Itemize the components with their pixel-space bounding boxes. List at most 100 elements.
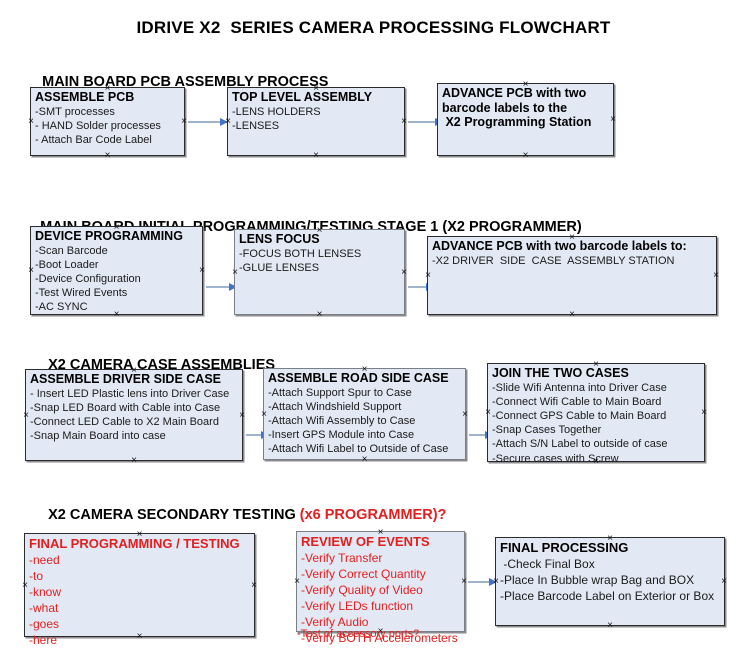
resize-handle-right[interactable] [610, 116, 617, 123]
resize-handle-left[interactable] [232, 269, 239, 276]
node-line: -Device Configuration [35, 272, 141, 285]
resize-handle-left[interactable] [28, 267, 35, 274]
node-body: JOIN THE TWO CASES -Slide Wifi Antenna i… [492, 366, 702, 466]
connector-top-level-assembly-to-advance-pcb [408, 118, 443, 126]
resize-handle-left[interactable] [425, 272, 432, 279]
resize-handle-bottom[interactable] [104, 152, 111, 159]
resize-handle-top[interactable] [113, 224, 120, 231]
node-line: -LENS HOLDERS [232, 105, 321, 118]
resize-handle-right[interactable] [461, 578, 468, 585]
section-heading-x2-camera-secondary-testing: X2 CAMERA SECONDARY TESTING (x6 PROGRAMM… [32, 491, 446, 539]
resize-handle-top[interactable] [607, 535, 614, 542]
node-advance-pcb-driver-side-case[interactable]: ADVANCE PCB with two barcode labels to: … [427, 236, 717, 315]
section-heading-main-board-pcb-assembly: MAIN BOARD PCB ASSEMBLY PROCESS [26, 58, 328, 106]
connector-lens-focus-to-advance-pcb-driver-side [408, 283, 434, 291]
resize-handle-right[interactable] [239, 412, 246, 419]
node-title-line-3: X2 Programming Station [442, 115, 592, 129]
resize-handle-left[interactable] [22, 582, 29, 589]
resize-handle-left[interactable] [28, 118, 35, 125]
node-line: -goes [29, 617, 60, 631]
resize-handle-bottom[interactable] [361, 456, 368, 463]
node-join-the-two-cases[interactable]: JOIN THE TWO CASES -Slide Wifi Antenna i… [485, 361, 708, 465]
node-line: -Place Barcode Label on Exterior or Box [500, 589, 715, 603]
node-assemble-driver-side-case[interactable]: ASSEMBLE DRIVER SIDE CASE - Insert LED P… [25, 369, 243, 461]
resize-handle-right[interactable] [462, 411, 469, 418]
node-line: -Scan Barcode [35, 244, 108, 257]
resize-handle-left[interactable] [225, 118, 232, 125]
resize-handle-bottom[interactable] [136, 633, 143, 640]
node-body: TOP LEVEL ASSEMBLY -LENS HOLDERS -LENSES [232, 90, 402, 133]
resize-handle-top[interactable] [136, 531, 143, 538]
resize-handle-top[interactable] [316, 227, 323, 234]
node-title-line-2: barcode labels to the [442, 100, 568, 115]
resize-handle-right[interactable] [181, 118, 188, 125]
node-lens-focus[interactable]: LENS FOCUS -FOCUS BOTH LENSES -GLUE LENS… [234, 229, 405, 315]
resize-handle-top[interactable] [313, 85, 320, 92]
section-heading-text: MAIN BOARD PCB ASSEMBLY PROCESS [42, 74, 329, 90]
resize-handle-bottom[interactable] [522, 152, 529, 159]
resize-handle-right[interactable] [721, 578, 728, 585]
resize-handle-bottom[interactable] [569, 311, 576, 318]
resize-handle-top[interactable] [522, 81, 529, 88]
node-line: -Snap LED Board with Cable into Case [30, 401, 221, 414]
resize-handle-top[interactable] [104, 85, 111, 92]
node-line: -to [29, 569, 44, 583]
node-title: JOIN THE TWO CASES [492, 366, 629, 380]
node-line: -Attach Support Spur to Case [268, 386, 412, 399]
node-assemble-pcb[interactable]: ASSEMBLE PCB -SMT processes - HAND Solde… [30, 87, 185, 156]
resize-handle-right[interactable] [701, 409, 708, 416]
resize-handle-right[interactable] [713, 272, 720, 279]
connector-assemble-pcb-to-top-level-assembly [188, 118, 228, 126]
resize-handle-left[interactable] [23, 412, 30, 419]
resize-handle-top[interactable] [569, 234, 576, 241]
node-line: -Verify BOTH Accelerometers [301, 631, 458, 645]
node-line: -here [29, 633, 58, 647]
node-final-programming-testing[interactable]: FINAL PROGRAMMING / TESTING -need -to -k… [22, 531, 258, 647]
resize-handle-left[interactable] [294, 578, 301, 585]
node-top-level-assembly[interactable]: TOP LEVEL ASSEMBLY -LENS HOLDERS -LENSES [227, 87, 405, 156]
resize-handle-top[interactable] [593, 361, 600, 368]
resize-handle-left[interactable] [493, 578, 500, 585]
node-line: -Verify LEDs function [301, 599, 414, 613]
resize-handle-top[interactable] [361, 366, 368, 373]
resize-handle-right[interactable] [251, 582, 258, 589]
node-device-programming[interactable]: DEVICE PROGRAMMING -Scan Barcode -Boot L… [30, 226, 203, 315]
node-line: -Verify Transfer [301, 551, 383, 565]
resize-handle-left[interactable] [485, 409, 492, 416]
resize-handle-bottom[interactable] [316, 311, 323, 318]
node-line: -need [29, 553, 60, 567]
resize-handle-bottom[interactable] [593, 458, 600, 465]
resize-handle-bottom[interactable] [313, 152, 320, 159]
node-advance-pcb-x2-programming-station[interactable]: ADVANCE PCB with two barcode labels to t… [437, 83, 614, 156]
resize-handle-right[interactable] [401, 269, 408, 276]
resize-handle-bottom[interactable] [131, 457, 138, 464]
node-line: -Connect GPS Cable to Main Board [492, 409, 667, 422]
node-line: -Connect LED Cable to X2 Main Board [30, 415, 219, 428]
node-body: ADVANCE PCB with two barcode labels to: … [432, 239, 714, 268]
node-body: ASSEMBLE DRIVER SIDE CASE - Insert LED P… [30, 372, 240, 443]
resize-handle-right[interactable] [199, 267, 206, 274]
node-line: -know [29, 585, 62, 599]
node-line: -what [29, 601, 59, 615]
node-line: -Snap Cases Together [492, 424, 602, 437]
resize-handle-top[interactable] [377, 529, 384, 536]
resize-handle-right[interactable] [401, 118, 408, 125]
node-assemble-road-side-case[interactable]: ASSEMBLE ROAD SIDE CASE -Attach Support … [263, 368, 466, 460]
node-line: -X2 DRIVER SIDE CASE ASSEMBLY STATION [432, 254, 675, 267]
page-title: IDRIVE X2 SERIES CAMERA PROCESSING FLOWC… [136, 18, 611, 37]
node-line: - HAND Solder processes [35, 119, 161, 132]
node-line: -LENSES [232, 119, 280, 132]
node-line: -Verify Correct Quantity [301, 567, 426, 581]
section-heading-text: X2 CAMERA SECONDARY TESTING [48, 507, 300, 523]
resize-handle-top[interactable] [131, 367, 138, 374]
node-line: -Attach S/N Label to outside of case [492, 438, 668, 451]
node-review-of-events[interactable]: REVIEW OF EVENTS -Verify Transfer -Verif… [294, 529, 468, 645]
resize-handle-left[interactable] [261, 411, 268, 418]
resize-handle-bottom[interactable] [607, 622, 614, 629]
resize-handle-bottom[interactable] [113, 311, 120, 318]
node-final-processing[interactable]: FINAL PROCESSING -Check Final Box -Place… [495, 537, 725, 626]
node-body: ADVANCE PCB with two barcode labels to t… [442, 86, 611, 130]
node-line: -Boot Loader [35, 258, 99, 271]
node-line: -Verify Quality of Video [301, 583, 423, 597]
